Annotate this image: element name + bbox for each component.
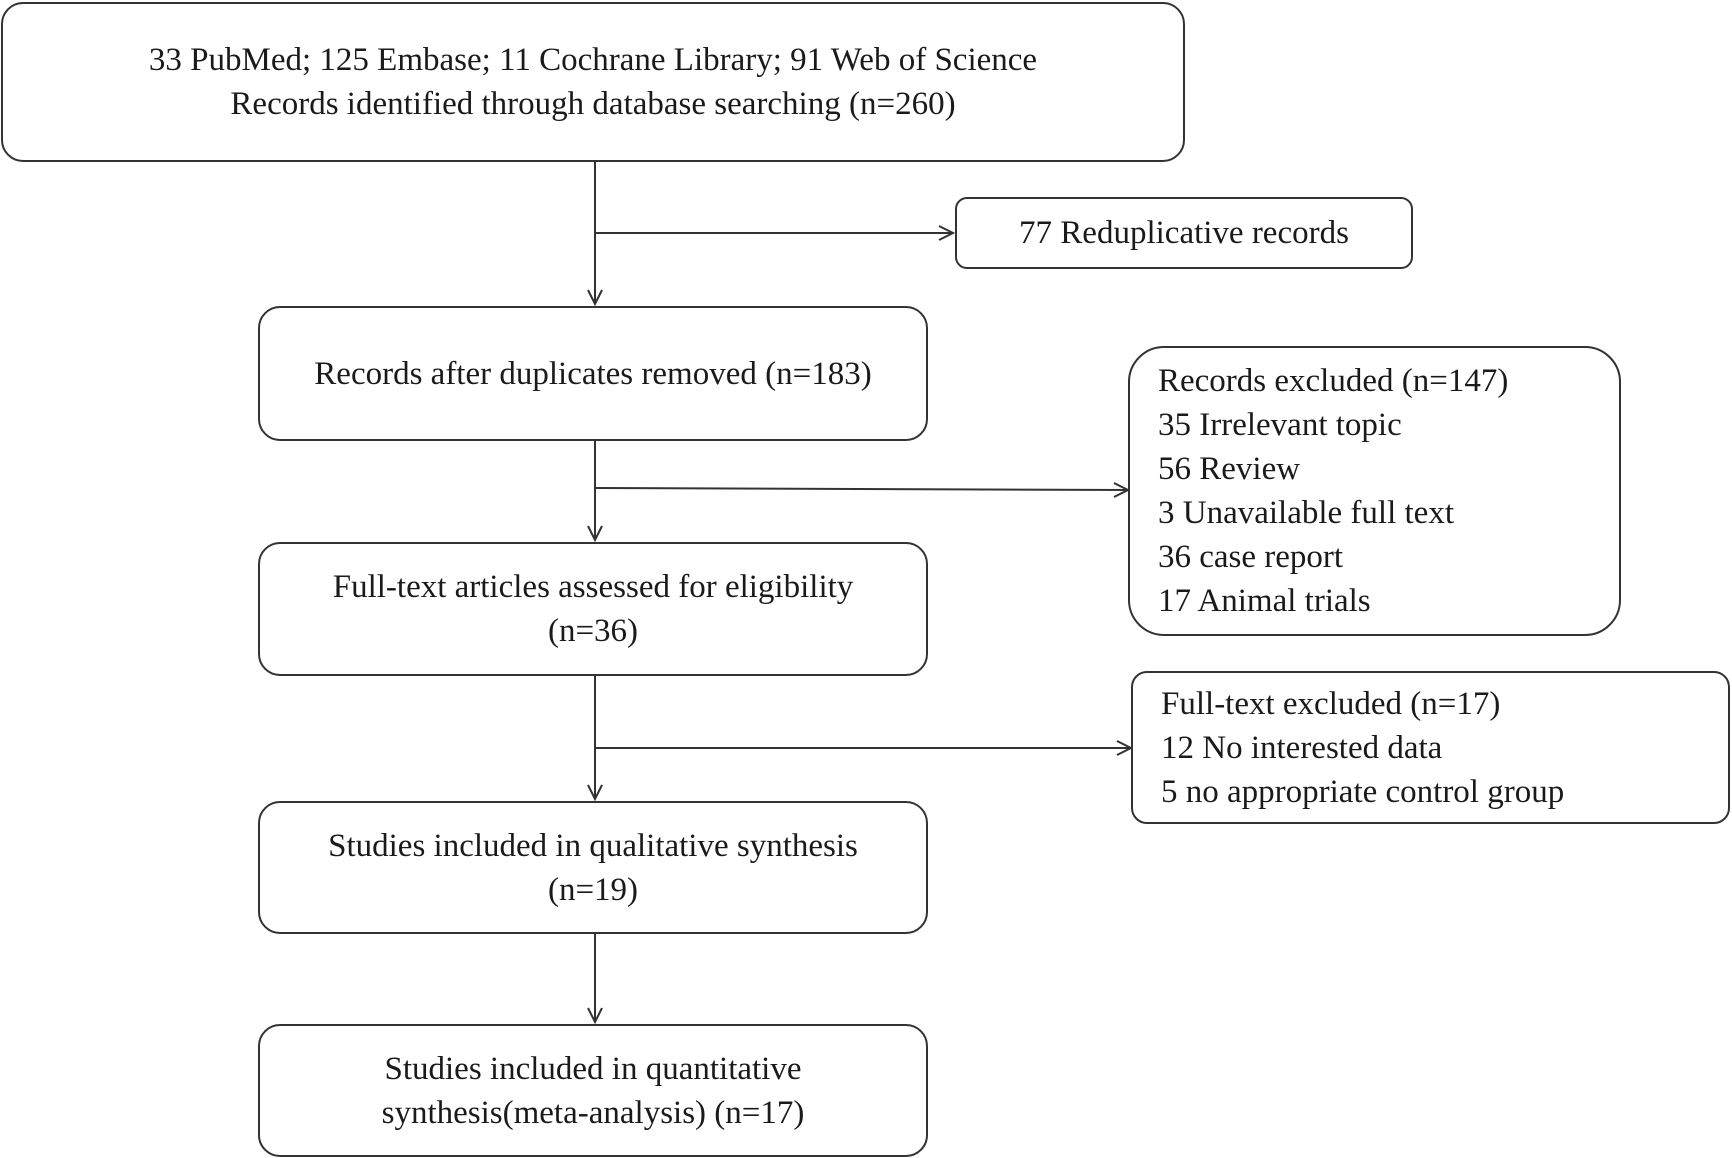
quantitative-count: synthesis(meta-analysis) (n=17): [381, 1094, 805, 1131]
duplicates-box: 77 Reduplicative records: [955, 197, 1413, 269]
fulltext-excluded-item: 5 no appropriate control group: [1161, 773, 1565, 810]
fulltext-excluded-title: Full-text excluded (n=17): [1161, 685, 1501, 722]
records-excluded-item: 56 Review: [1158, 451, 1301, 487]
eligibility-box: Full-text articles assessed for eligibil…: [258, 542, 928, 676]
qualitative-box: Studies included in qualitative synthesi…: [258, 801, 928, 934]
connector-to-records-excluded: [594, 487, 1129, 491]
quantitative-box: Studies included in quantitative synthes…: [258, 1024, 928, 1157]
eligibility-count: (n=36): [547, 613, 639, 649]
arrowhead-quantitative: [587, 1007, 603, 1025]
fulltext-excluded-box: Full-text excluded (n=17) 12 No interest…: [1131, 671, 1730, 824]
records-excluded-item: 35 Irrelevant topic: [1158, 407, 1402, 443]
fulltext-excluded-item: 12 No interested data: [1161, 729, 1443, 766]
arrowhead-screened: [587, 289, 603, 307]
quantitative-label: Studies included in quantitative: [384, 1050, 802, 1087]
identification-total: Records identified through database sear…: [230, 86, 956, 122]
records-excluded-item: 36 case report: [1158, 539, 1344, 575]
duplicates-count: 77 Reduplicative records: [1019, 215, 1349, 251]
arrowhead-qualitative: [587, 784, 603, 802]
qualitative-count: (n=19): [547, 871, 639, 908]
identification-box: 33 PubMed; 125 Embase; 11 Cochrane Libra…: [1, 2, 1185, 162]
screened-box: Records after duplicates removed (n=183): [258, 306, 928, 441]
records-excluded-box: Records excluded (n=147) 35 Irrelevant t…: [1128, 346, 1621, 636]
records-excluded-title: Records excluded (n=147): [1158, 363, 1509, 399]
identification-sources: 33 PubMed; 125 Embase; 11 Cochrane Libra…: [148, 42, 1038, 78]
screened-count: Records after duplicates removed (n=183): [314, 355, 872, 392]
eligibility-label: Full-text articles assessed for eligibil…: [332, 569, 854, 605]
arrowhead-eligibility: [587, 525, 603, 543]
records-excluded-item: 3 Unavailable full text: [1158, 495, 1454, 531]
records-excluded-item: 17 Animal trials: [1158, 583, 1371, 619]
qualitative-label: Studies included in qualitative synthesi…: [328, 827, 858, 864]
arrowhead-duplicates: [938, 225, 956, 241]
